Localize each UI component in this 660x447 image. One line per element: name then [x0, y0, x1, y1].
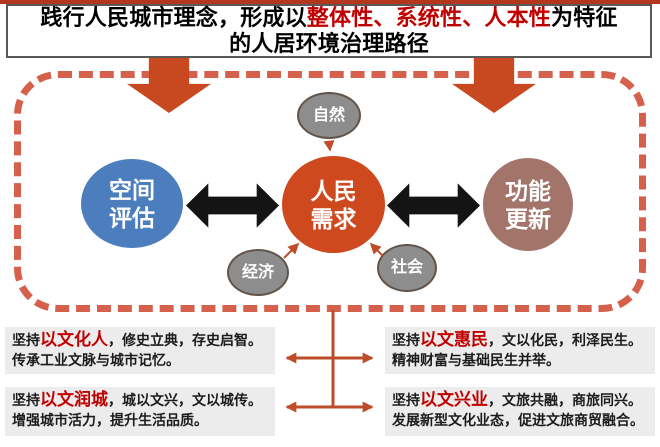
node-nature-label: 自然: [312, 106, 345, 124]
node-space-line1: 空间: [109, 176, 155, 203]
strategy-1-tail: ，文以化民，利泽民生。: [488, 332, 642, 348]
title-keywords: 整体性、系统性、人本性: [306, 5, 551, 30]
node-space-evaluation: 空间 评估: [81, 159, 183, 248]
node-people-line1: 人民: [310, 177, 357, 204]
strategy-1-line1: 坚持以文惠民，文以化民，利泽民生。: [392, 330, 648, 350]
node-space-line2: 评估: [109, 204, 155, 231]
strategy-2-line1: 坚持以文润城，城以文兴，文以城传。: [12, 390, 268, 410]
strategy-0-line2: 传承工业文脉与城市记忆。: [12, 352, 180, 368]
strategy-3-line2: 发展新型文化业态，促进文旅商贸融合。: [392, 412, 644, 428]
node-nature: 自然: [297, 92, 361, 139]
title-part3: 为特征: [551, 5, 618, 30]
strategy-1-line2: 精神财富与基础民生并举。: [392, 352, 560, 368]
strategy-3-tail: ，文旅共融，商旅同兴。: [488, 392, 642, 408]
strategy-0-line1: 坚持以文化人，修史立典，存史启智。: [12, 330, 268, 350]
strategy-block-culture-person: 坚持以文化人，修史立典，存史启智。 传承工业文脉与城市记忆。: [5, 327, 275, 374]
dashed-container: [14, 71, 646, 312]
strategy-1-keyword: 以文惠民: [420, 330, 488, 349]
strategy-2-prefix: 坚持: [12, 392, 40, 408]
strategy-block-benefit-people: 坚持以文惠民，文以化民，利泽民生。 精神财富与基础民生并举。: [385, 327, 655, 374]
title: 践行人民城市理念，形成以整体性、系统性、人本性为特征 的人居环境治理路径: [6, 4, 652, 58]
strategy-2-tail: ，城以文兴，文以城传。: [108, 392, 262, 408]
node-function-line1: 功能: [505, 177, 551, 204]
strategy-1-prefix: 坚持: [392, 332, 420, 348]
node-function-renewal: 功能 更新: [483, 158, 573, 251]
node-economy-label: 经济: [241, 263, 274, 281]
top-accent-strip: [0, 0, 660, 4]
node-people-line2: 需求: [310, 205, 357, 232]
strategy-2-line2: 增强城市活力，提升生活品质。: [12, 412, 208, 428]
strategy-3-keyword: 以文兴业: [420, 390, 488, 409]
strategy-block-enrich-city: 坚持以文润城，城以文兴，文以城传。 增强城市活力，提升生活品质。: [5, 387, 275, 436]
title-part1: 践行人民城市理念，形成以: [40, 5, 307, 30]
node-society-label: 社会: [390, 259, 423, 276]
strategy-block-boost-industry: 坚持以文兴业，文旅共融，商旅同兴。 发展新型文化业态，促进文旅商贸融合。: [385, 387, 655, 436]
title-line1: 践行人民城市理念，形成以整体性、系统性、人本性为特征: [40, 5, 617, 31]
title-line2: 的人居环境治理路径: [229, 31, 429, 56]
strategy-0-prefix: 坚持: [12, 332, 40, 348]
node-society: 社会: [377, 244, 437, 292]
node-function-line2: 更新: [505, 205, 551, 232]
node-people-needs: 人民 需求: [282, 156, 385, 253]
strategy-0-tail: ，修史立典，存史启智。: [108, 332, 262, 348]
node-economy: 经济: [227, 249, 289, 296]
strategy-2-keyword: 以文润城: [40, 390, 108, 409]
strategy-0-keyword: 以文化人: [40, 330, 108, 349]
strategy-3-line1: 坚持以文兴业，文旅共融，商旅同兴。: [392, 390, 648, 410]
strategy-3-prefix: 坚持: [392, 392, 420, 408]
